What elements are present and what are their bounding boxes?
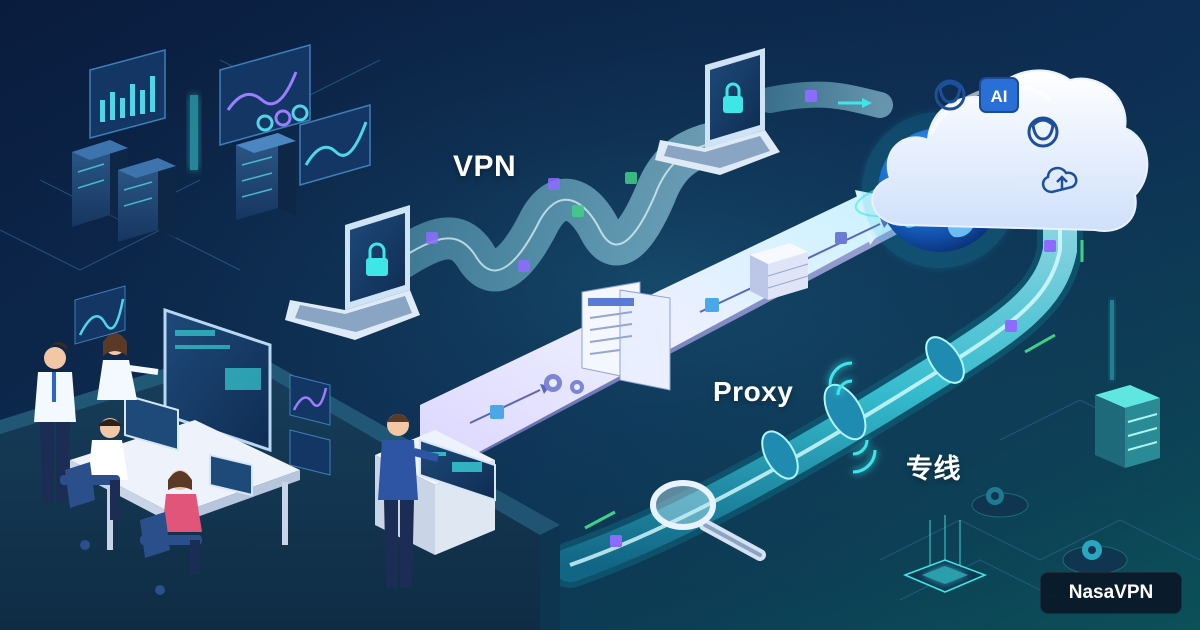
operator-console xyxy=(375,414,496,588)
signal-wave-icon xyxy=(828,361,877,474)
brand-badge: NasaVPN xyxy=(1040,572,1182,614)
dedicated-line-pipe xyxy=(547,197,1084,588)
floating-chart-left xyxy=(74,285,126,345)
vpn-tunnel xyxy=(369,81,893,292)
proxy-label: Proxy xyxy=(713,376,794,407)
person-standing-man xyxy=(34,342,76,502)
person-operator xyxy=(378,414,439,588)
floating-dashboards xyxy=(89,44,371,186)
dashboard-panel-line xyxy=(299,104,371,186)
lock-icon xyxy=(366,242,388,276)
cloud-upload-icon xyxy=(1041,166,1078,194)
person-presenting-woman xyxy=(97,333,159,400)
magnifier-icon xyxy=(650,480,766,561)
browser-window-panel xyxy=(581,281,671,391)
chip-pad xyxy=(902,515,988,593)
vpn-laptop-right xyxy=(655,48,780,175)
ai-cloud: AI xyxy=(871,69,1149,232)
dedicated-line-label: 专线 xyxy=(906,454,961,485)
vpn-laptop-left xyxy=(285,205,420,340)
ai-chip-icon: AI xyxy=(979,77,1019,113)
server-stack-bridge xyxy=(750,243,809,300)
server-racks-left xyxy=(72,133,296,242)
gear-icon xyxy=(544,374,584,394)
office-chairs xyxy=(65,462,170,595)
vpn-label: VPN xyxy=(453,150,517,183)
dashboard-panel-bars xyxy=(89,49,166,139)
desk xyxy=(70,420,300,515)
openai-logo-icon xyxy=(1027,116,1059,148)
proxy-bridge xyxy=(420,190,905,470)
openai-logo-icon xyxy=(934,79,966,111)
gear-icon xyxy=(971,487,1128,575)
office-team xyxy=(34,285,331,595)
lock-icon xyxy=(723,82,743,113)
ai-chip-label: AI xyxy=(991,87,1008,106)
dashboard-panel-wave xyxy=(219,44,311,146)
server-rack-icon xyxy=(1095,300,1160,468)
